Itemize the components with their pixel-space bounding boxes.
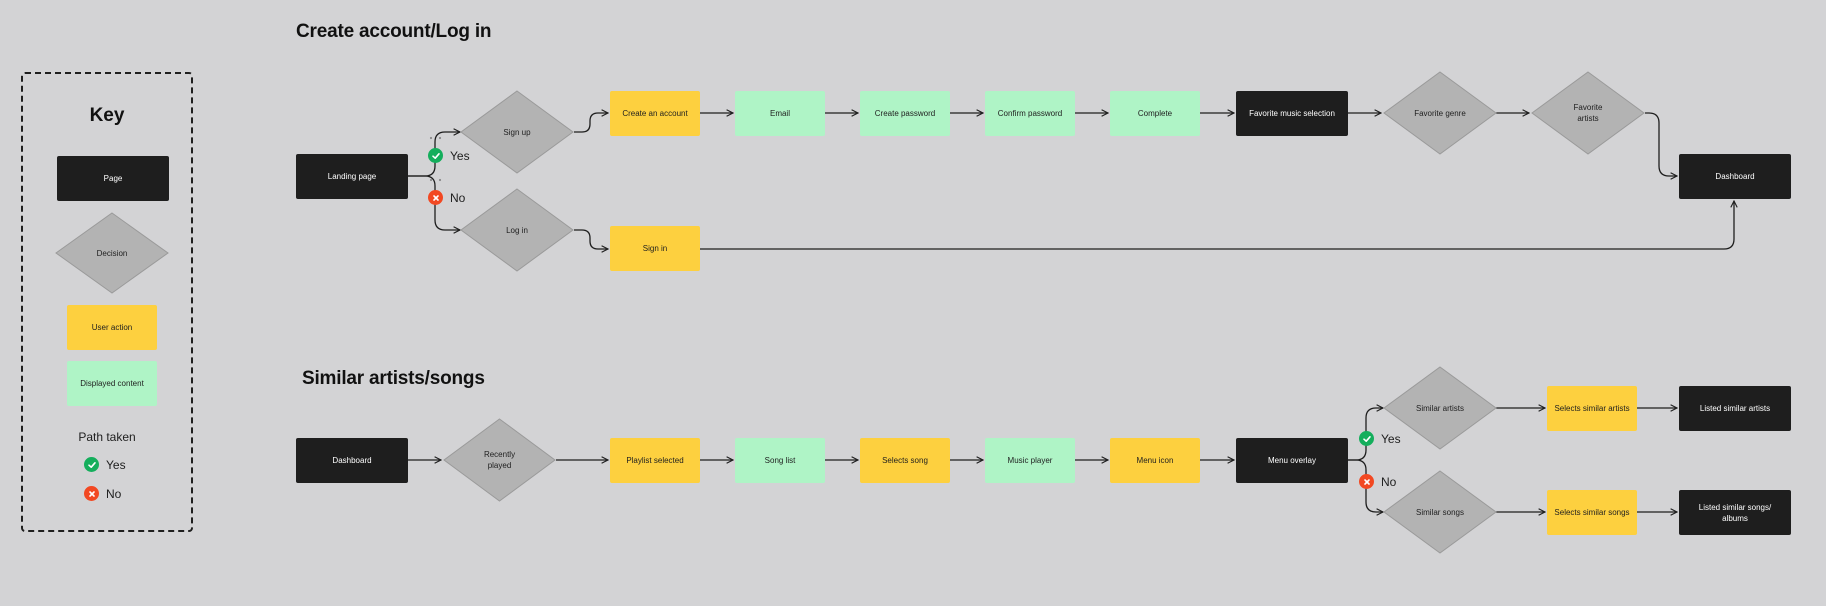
- decision-favorite-genre-label: Favorite genre: [1414, 108, 1466, 118]
- legend-displayed-content: Displayed content: [67, 361, 157, 406]
- legend-yes: Yes: [84, 457, 126, 472]
- check-icon: [1359, 431, 1374, 446]
- legend-no-label: No: [106, 486, 122, 501]
- branch-no-songs: No: [1359, 474, 1396, 489]
- node-landing-page: Landing page: [296, 154, 408, 199]
- branch-yes-artists: Yes: [1359, 431, 1401, 446]
- branch-yes-signup: Yes: [428, 148, 470, 163]
- decision-similar-artists-label: Similar artists: [1415, 403, 1464, 413]
- connector-artists-dashboard: [1645, 112, 1677, 176]
- legend: Key Page Decision User action Displayed …: [21, 72, 193, 532]
- legend-path-taken: Path taken: [78, 430, 136, 444]
- decision-log-in: Log in: [460, 188, 574, 272]
- decision-similar-songs: Similar songs: [1383, 470, 1497, 554]
- legend-no: No: [84, 486, 121, 501]
- node-menu-overlay: Menu overlay: [1236, 438, 1348, 483]
- node-listed-similar-artists: Listed similar artists: [1679, 386, 1791, 431]
- decision-favorite-artists: Favorite artists: [1531, 71, 1645, 155]
- node-selects-similar-songs: Selects similar songs: [1547, 490, 1637, 535]
- node-playlist-selected: Playlist selected: [610, 438, 700, 483]
- x-icon: [428, 190, 443, 205]
- connector-login-signin: [574, 229, 608, 249]
- connector-signup-create: [574, 113, 608, 133]
- check-icon: [428, 148, 443, 163]
- decision-sign-up: Sign up: [460, 90, 574, 174]
- node-create-account: Create an account: [610, 91, 700, 136]
- node-selects-song: Selects song: [860, 438, 950, 483]
- decision-similar-artists: Similar artists: [1383, 366, 1497, 450]
- x-icon: [1359, 474, 1374, 489]
- node-menu-icon: Menu icon: [1110, 438, 1200, 483]
- decision-recently-played: Recently played: [443, 418, 556, 502]
- node-confirm-password: Confirm password: [985, 91, 1075, 136]
- x-icon: [84, 486, 99, 501]
- node-listed-similar-songs: Listed similar songs/ albums: [1679, 490, 1791, 535]
- legend-title: Key: [89, 105, 125, 126]
- legend-yes-label: Yes: [106, 457, 126, 472]
- decision-log-in-label: Log in: [506, 225, 528, 235]
- branch-no-login: No: [428, 190, 465, 205]
- legend-decision: Decision: [55, 212, 169, 294]
- node-dashboard: Dashboard: [1679, 154, 1791, 199]
- connector-signin-dashboard: [700, 201, 1734, 250]
- legend-user-action: User action: [67, 305, 157, 350]
- node-create-password: Create password: [860, 91, 950, 136]
- node-music-player: Music player: [985, 438, 1075, 483]
- decision-recently-played-label: Recently played: [483, 450, 516, 470]
- check-icon: [84, 457, 99, 472]
- legend-page: Page: [57, 156, 169, 201]
- branch-yes-label: Yes: [450, 148, 470, 163]
- branch-no-label: No: [450, 190, 466, 205]
- branch-yes-label: Yes: [1381, 431, 1401, 446]
- node-song-list: Song list: [735, 438, 825, 483]
- node-email: Email: [735, 91, 825, 136]
- legend-decision-label: Decision: [96, 248, 128, 258]
- node-selects-similar-artists: Selects similar artists: [1547, 386, 1637, 431]
- node-complete: Complete: [1110, 91, 1200, 136]
- flow1-title: Create account/Log in: [296, 21, 492, 42]
- decision-favorite-genre: Favorite genre: [1383, 71, 1497, 155]
- branch-no-label: No: [1381, 474, 1397, 489]
- node-dashboard-2: Dashboard: [296, 438, 408, 483]
- flow2-title: Similar artists/songs: [302, 368, 485, 389]
- decision-sign-up-label: Sign up: [503, 127, 531, 137]
- decision-favorite-artists-label: Favorite artists: [1573, 103, 1603, 123]
- node-favorite-music: Favorite music selection: [1236, 91, 1348, 136]
- decision-similar-songs-label: Similar songs: [1415, 507, 1464, 517]
- node-sign-in: Sign in: [610, 226, 700, 271]
